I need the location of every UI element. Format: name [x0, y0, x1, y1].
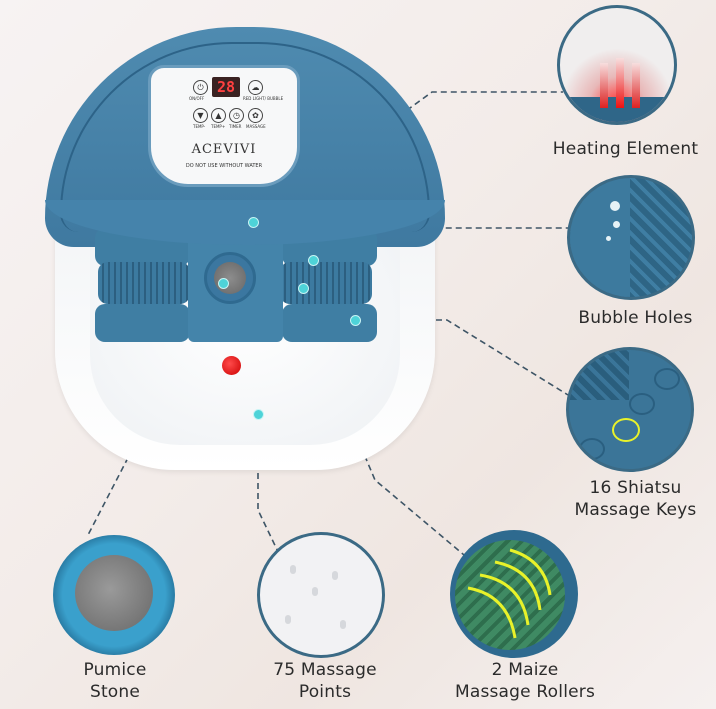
bubble-label: RED LIGHT/ BUBBLE — [243, 96, 284, 101]
rotate-arrows-icon — [467, 548, 552, 639]
points-label-line1: 75 Massage — [273, 660, 377, 680]
control-panel: 28 ⏻ ON/OFF ☁ RED LIGHT/ BUBBLE ▼ TEMP- … — [148, 65, 300, 187]
pumice-stone-small — [204, 252, 256, 304]
massage-point-icon — [312, 587, 318, 596]
rotate-arrows-icon — [612, 418, 640, 442]
pumice-label-line2: Stone — [89, 682, 141, 702]
power-label: ON/OFF — [189, 96, 205, 101]
bubble-panel — [570, 178, 630, 297]
heating-rod-icon — [616, 58, 624, 108]
bubble-button[interactable]: ☁ — [248, 80, 263, 95]
bubble-icon — [606, 236, 611, 241]
timer-label: TIMER — [229, 124, 242, 129]
temp-up-label: TEMP+ — [211, 124, 226, 129]
marker-shiatsu — [350, 315, 361, 326]
massage-key-icon — [579, 438, 605, 460]
temp-down-button[interactable]: ▼ — [193, 108, 208, 123]
massage-key-icon — [629, 393, 655, 415]
bubble-holes-callout — [567, 175, 695, 300]
bubble-icon — [610, 201, 620, 211]
pumice-stone-icon — [75, 555, 153, 631]
shiatsu-keys-callout — [566, 347, 694, 472]
marker-pumice — [218, 278, 229, 289]
points-label-line2: Points — [298, 682, 352, 702]
temp-down-label: TEMP- — [193, 124, 206, 129]
shiatsu-bar-right-bottom — [282, 304, 377, 342]
timer-button[interactable]: ◷ — [229, 108, 244, 123]
massage-button[interactable]: ✿ — [248, 108, 263, 123]
rollers-label-line2: Massage Rollers — [454, 682, 596, 702]
shiatsu-mesh — [569, 350, 629, 400]
maize-roller-right — [280, 262, 372, 304]
temperature-display: 28 — [212, 77, 240, 97]
heating-rod-icon — [600, 63, 608, 108]
shiatsu-keys-label: 16 Shiatsu Massage Keys — [555, 477, 716, 521]
maize-roller-left — [98, 262, 190, 304]
massage-points-label: 75 Massage Points — [240, 659, 410, 703]
maize-rollers-callout — [450, 530, 578, 658]
bubble-holes-label: Bubble Holes — [578, 308, 693, 328]
bubble-icon — [613, 221, 620, 228]
marker-heating — [248, 217, 259, 228]
marker-bubble — [308, 255, 319, 266]
massage-label: MASSAGE — [246, 124, 266, 129]
massage-points-callout — [257, 532, 385, 658]
pumice-label-line1: Pumice — [83, 660, 147, 680]
shiatsu-label-line1: 16 Shiatsu — [589, 478, 682, 498]
rollers-label-line1: 2 Maize — [491, 660, 559, 680]
massage-point-icon — [332, 571, 338, 580]
shiatsu-bar-left-bottom — [95, 304, 190, 342]
massage-point-icon — [290, 565, 296, 574]
brand-logo: ACEVIVI — [191, 142, 257, 157]
power-button[interactable]: ⏻ — [193, 80, 208, 95]
massage-key-icon — [654, 368, 680, 390]
marker-rollers-2 — [298, 283, 309, 294]
marker-points — [253, 409, 264, 420]
heating-element-callout — [557, 5, 677, 125]
pumice-stone-callout — [53, 535, 175, 655]
maize-rollers-label: 2 Maize Massage Rollers — [435, 659, 615, 703]
pumice-stone-label: Pumice Stone — [30, 659, 200, 703]
shiatsu-label-line2: Massage Keys — [574, 500, 697, 520]
maize-roller-icon — [455, 540, 565, 650]
massage-point-icon — [285, 615, 291, 624]
warning-text: DO NOT USE WITHOUT WATER — [185, 163, 263, 169]
heating-element-label: Heating Element — [552, 139, 699, 159]
temp-up-button[interactable]: ▲ — [211, 108, 226, 123]
red-light-indicator — [222, 356, 241, 375]
massage-point-icon — [340, 620, 346, 629]
heating-rod-icon — [632, 63, 640, 108]
